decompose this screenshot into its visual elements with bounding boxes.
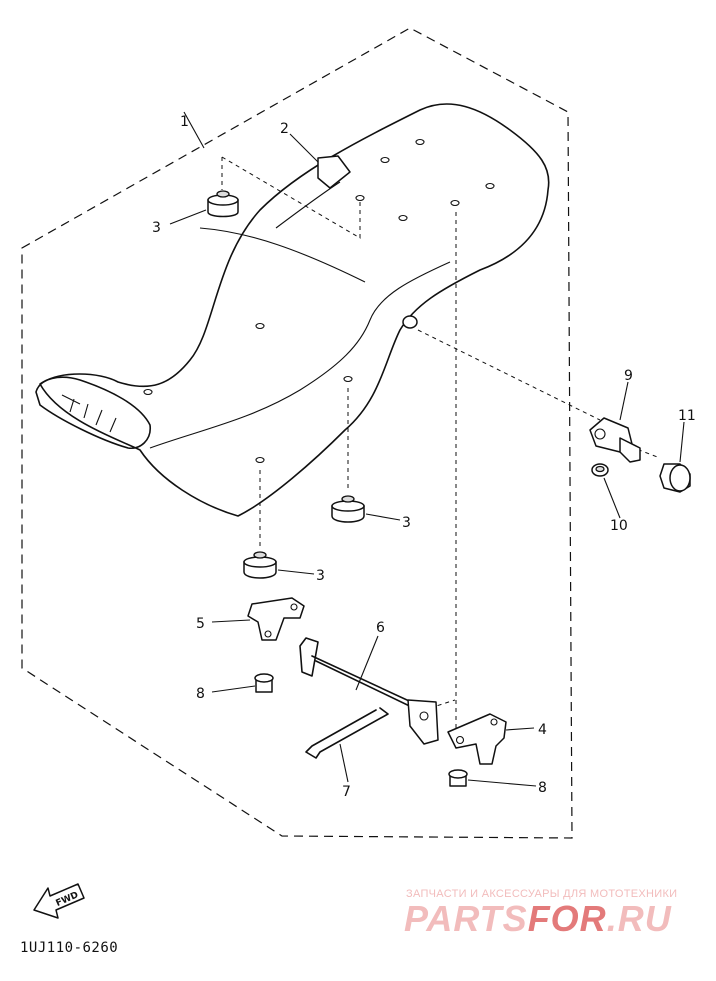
seat-body: [35, 103, 550, 517]
bracket-4: [447, 713, 507, 765]
drawing-code: 1UJ110-6260: [20, 940, 119, 956]
callout-9: 9: [624, 368, 633, 384]
damper-3-upper: [207, 190, 239, 218]
cable-7: [305, 707, 389, 759]
bracket-5: [247, 597, 305, 641]
callout-4: 4: [538, 722, 547, 738]
callout-11: 11: [678, 408, 696, 424]
nut-8-left: [254, 673, 274, 693]
watermark-tagline: ЗАПЧАСТИ И АКСЕССУАРЫ ДЛЯ МОТОТЕХНИКИ: [406, 888, 678, 900]
damper-3-lower: [243, 551, 277, 579]
damper-3-middle: [331, 495, 365, 523]
callout-6: 6: [376, 620, 385, 636]
watermark-brand-parts: PARTS: [404, 898, 528, 939]
assembly-boundary: [21, 27, 573, 839]
watermark-brand-ru: .RU: [606, 898, 672, 939]
callout-2: 2: [280, 121, 289, 137]
leader-lines: [169, 111, 685, 787]
knob-11: [659, 463, 691, 493]
lock-rod-6: [299, 637, 439, 745]
watermark-brand: PARTSFOR.RU: [404, 898, 672, 940]
nut-8-right: [448, 769, 468, 787]
fwd-arrow: FWD: [33, 883, 85, 919]
callout-3-lower: 3: [316, 568, 325, 584]
callout-8-left: 8: [196, 686, 205, 702]
callout-7: 7: [342, 784, 351, 800]
callout-8-right: 8: [538, 780, 547, 796]
callout-1: 1: [180, 114, 189, 130]
callout-3-middle: 3: [402, 515, 411, 531]
callout-5: 5: [196, 616, 205, 632]
part-2-strap: [317, 155, 351, 189]
callout-3-upper: 3: [152, 220, 161, 236]
watermark-brand-for: FOR: [527, 898, 607, 939]
grommet-10: [591, 463, 609, 477]
callout-10: 10: [610, 518, 628, 534]
lock-cylinder-9: [589, 417, 641, 463]
